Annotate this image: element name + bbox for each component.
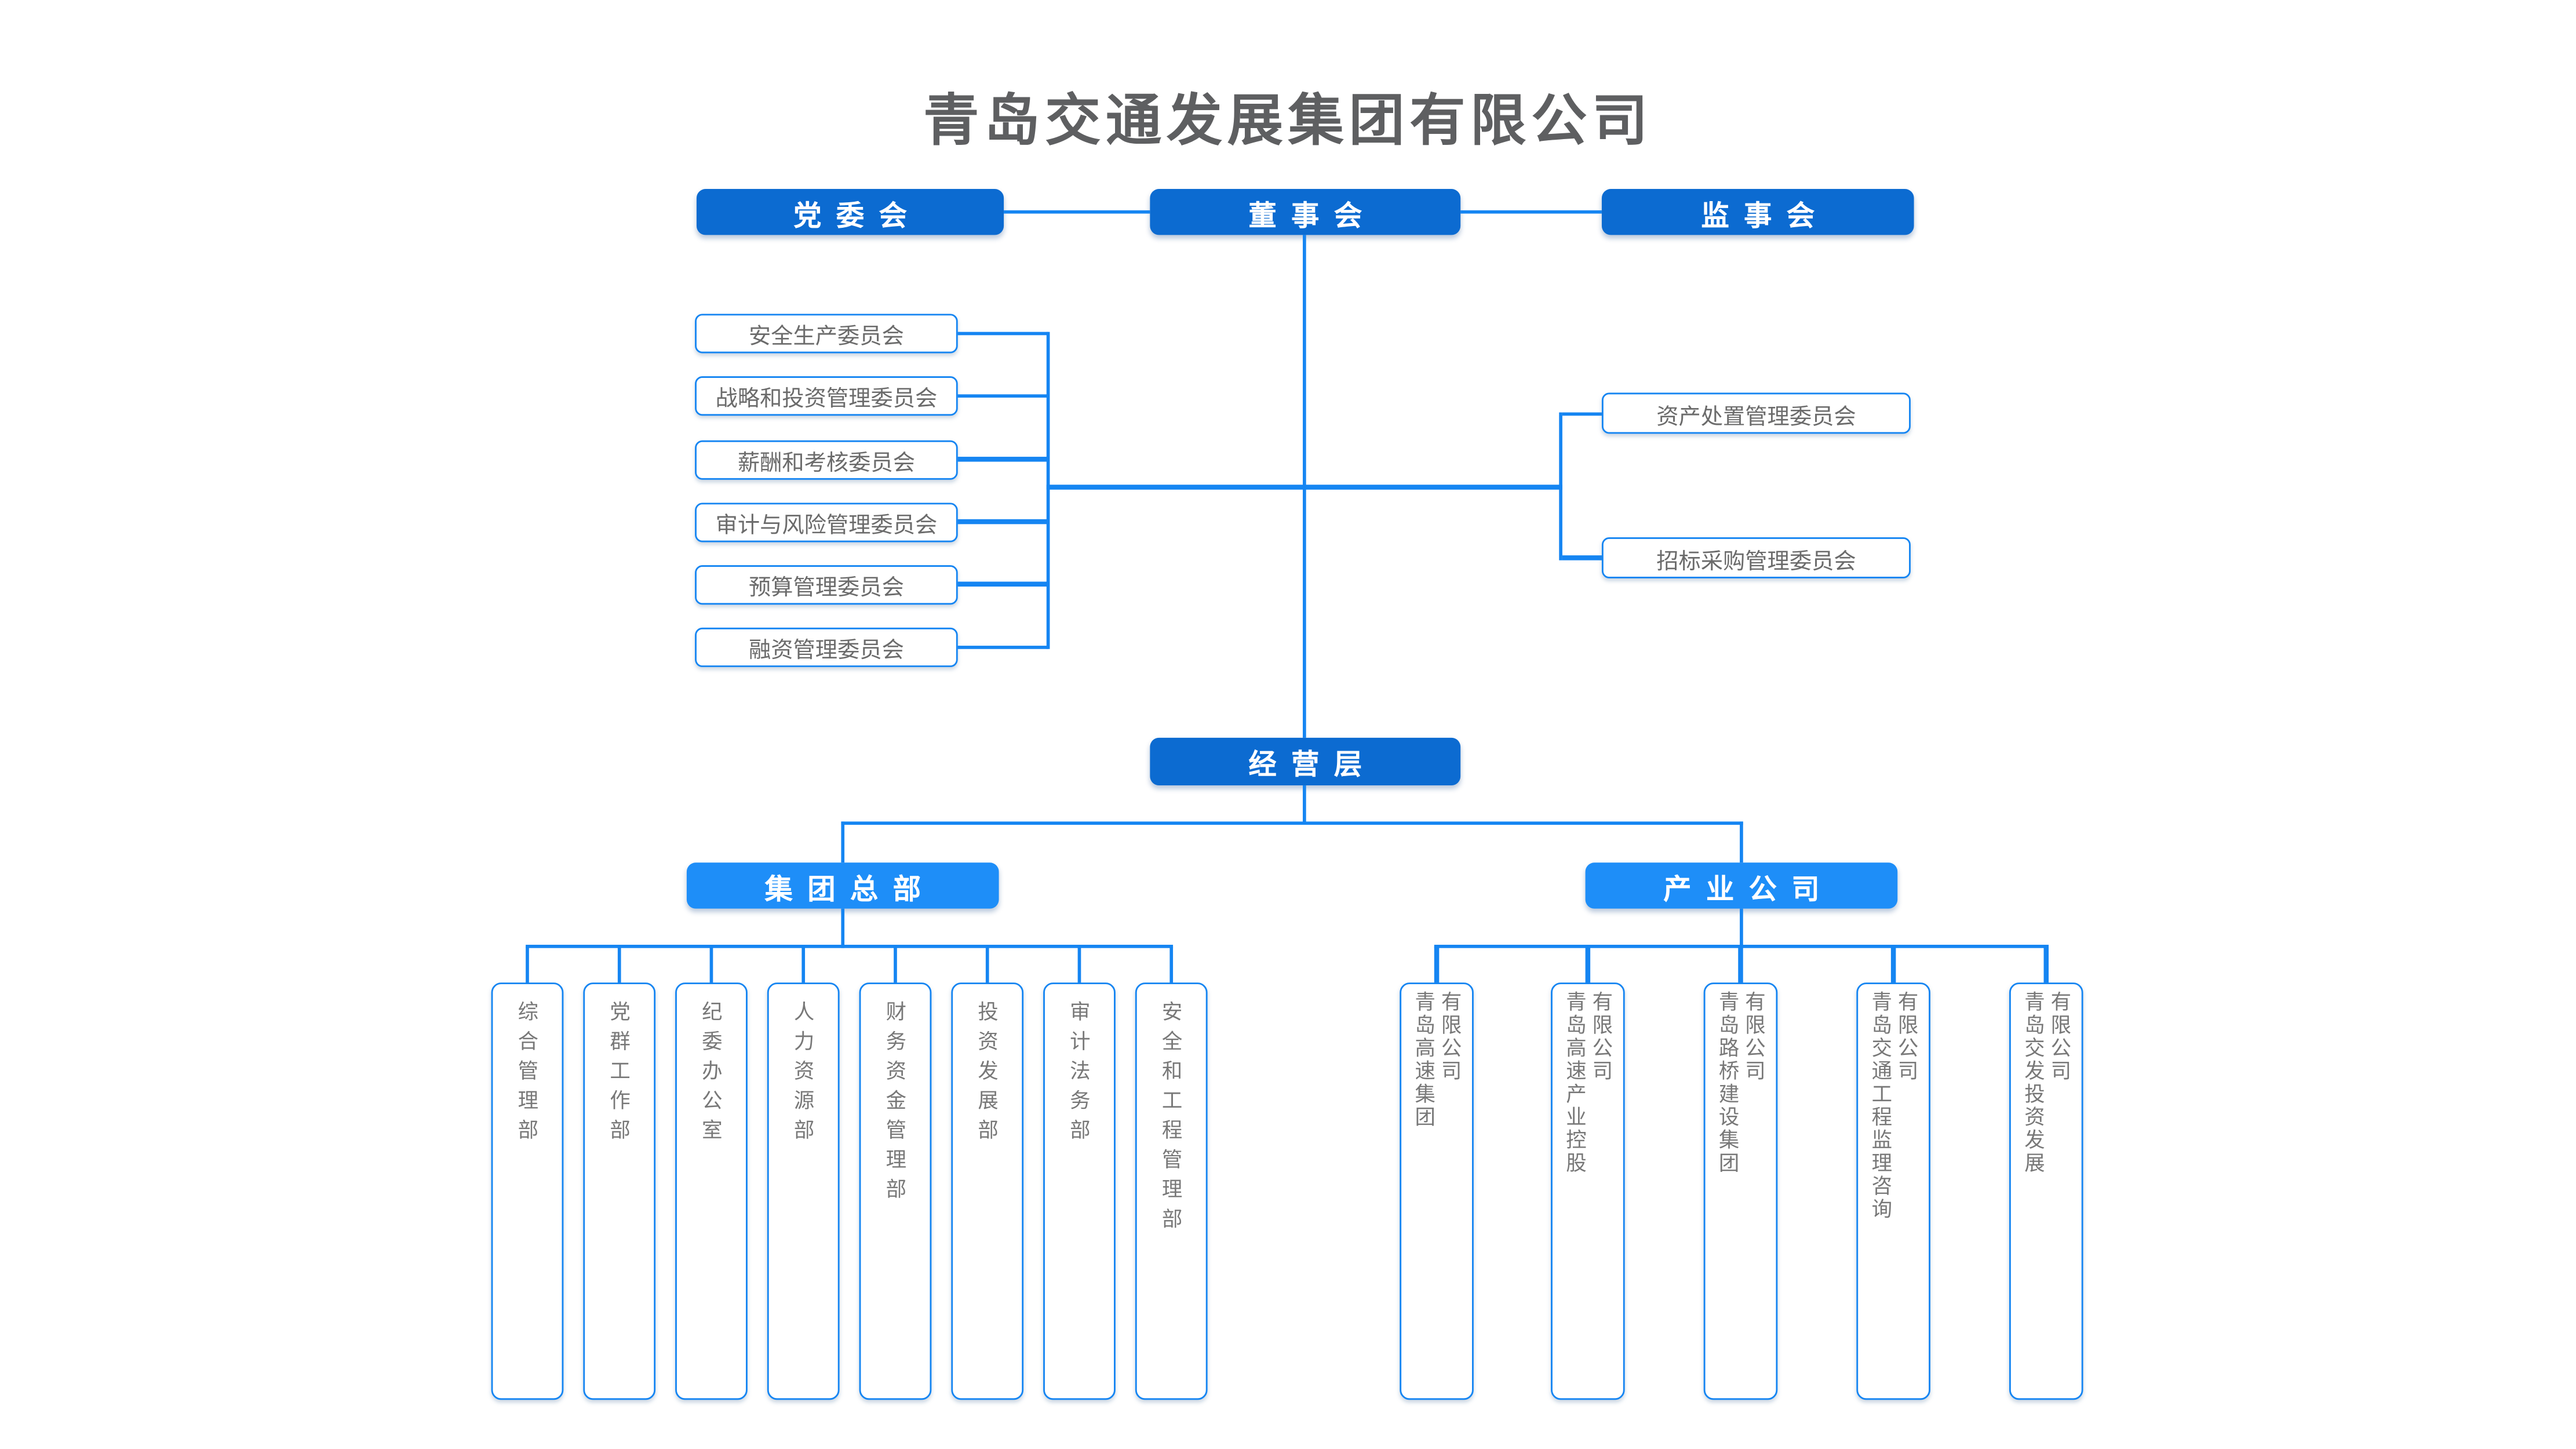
- node-dept-human-resources: 人力资源部: [767, 982, 840, 1400]
- company-name: 青岛交通工程监理咨询: [1868, 991, 1893, 1221]
- connector-drop-expressway-group: [1434, 946, 1439, 985]
- node-dept-finance-treasury: 财务资金管理部: [859, 982, 932, 1400]
- page-title: 青岛交通发展集团有限公司: [923, 89, 1653, 155]
- connector-headquarters-down: [840, 908, 845, 948]
- node-committee-budget: 预算管理委员会: [695, 564, 958, 604]
- connector-drop-party-mass-work: [617, 946, 622, 985]
- dept-label: 综合管理部: [514, 1000, 539, 1149]
- connector-stub-asset-disposal: [1562, 412, 1604, 416]
- node-dept-discipline-office: 纪委办公室: [675, 982, 748, 1400]
- connector-management-down: [1302, 785, 1307, 824]
- connector-split-to-headquarters: [840, 821, 845, 863]
- node-committee-asset-disposal: 资产处置管理委员会: [1601, 392, 1911, 434]
- dept-label: 财务资金管理部: [882, 1000, 907, 1208]
- connector-hq-distribution: [525, 944, 1174, 949]
- node-party-committee: 党委会: [696, 189, 1004, 235]
- node-dept-audit-legal: 审计法务部: [1043, 982, 1116, 1400]
- connector-stub-budget: [957, 582, 1048, 587]
- connector-drop-engineering-supervision: [1891, 946, 1896, 985]
- connector-drop-general-management: [525, 946, 530, 985]
- company-name: 青岛高速集团: [1411, 991, 1436, 1129]
- dept-label: 审计法务部: [1066, 1000, 1091, 1149]
- node-company-road-bridge-construction: 青岛路桥建设集团 有限公司: [1703, 982, 1778, 1400]
- node-group-headquarters: 集团总部: [686, 862, 999, 909]
- company-suffix: 有限公司: [1437, 991, 1462, 1083]
- company-suffix: 有限公司: [1741, 991, 1766, 1083]
- node-dept-party-mass-work: 党群工作部: [583, 982, 656, 1400]
- company-name: 青岛交发投资发展: [2020, 991, 2046, 1175]
- company-suffix: 有限公司: [1588, 991, 1613, 1083]
- connector-stub-compensation-appraisal: [957, 457, 1048, 461]
- connector-right-committees-rail: [1558, 412, 1563, 561]
- node-dept-general-management: 综合管理部: [491, 982, 564, 1400]
- node-board-of-directors: 董事会: [1150, 189, 1461, 235]
- dept-label: 人力资源部: [790, 1000, 815, 1149]
- node-supervisory-board: 监事会: [1601, 189, 1914, 235]
- connector-stub-financing: [957, 645, 1048, 650]
- node-committee-compensation-appraisal: 薪酬和考核委员会: [695, 439, 958, 479]
- connector-left-committees-rail: [1046, 331, 1051, 650]
- company-suffix: 有限公司: [1894, 991, 1919, 1083]
- connector-drop-road-bridge-construction: [1738, 946, 1743, 985]
- connector-drop-investment-development: [985, 946, 990, 985]
- connector-drop-audit-legal: [1077, 946, 1082, 985]
- node-company-jiaofa-investment: 青岛交发投资发展 有限公司: [2009, 982, 2083, 1400]
- dept-label: 纪委办公室: [698, 1000, 723, 1149]
- connector-industry-down: [1739, 908, 1744, 948]
- node-committee-financing: 融资管理委员会: [695, 627, 958, 667]
- dept-label: 安全和工程管理部: [1158, 1000, 1183, 1237]
- connector-drop-human-resources: [801, 946, 806, 985]
- node-dept-investment-development: 投资发展部: [951, 982, 1024, 1400]
- node-committee-strategy-investment: 战略和投资管理委员会: [695, 376, 958, 416]
- company-name: 青岛高速产业控股: [1562, 991, 1587, 1175]
- node-committee-bidding-procurement: 招标采购管理委员会: [1601, 537, 1911, 578]
- node-company-expressway-industry-holding: 青岛高速产业控股 有限公司: [1551, 982, 1625, 1400]
- connector-stub-safety-production: [957, 331, 1048, 336]
- connector-party-to-board: [1004, 210, 1150, 214]
- node-committee-audit-risk: 审计与风险管理委员会: [695, 502, 958, 542]
- connector-division-split: [840, 820, 1744, 825]
- node-company-engineering-supervision: 青岛交通工程监理咨询 有限公司: [1856, 982, 1930, 1400]
- company-suffix: 有限公司: [2047, 991, 2072, 1083]
- connector-stub-strategy-investment: [957, 394, 1048, 398]
- dept-label: 投资发展部: [974, 1000, 999, 1149]
- dept-label: 党群工作部: [606, 1000, 631, 1149]
- connector-drop-safety-engineering: [1169, 946, 1174, 985]
- company-name: 青岛路桥建设集团: [1715, 991, 1740, 1175]
- node-company-expressway-group: 青岛高速集团 有限公司: [1400, 982, 1474, 1400]
- node-dept-safety-engineering: 安全和工程管理部: [1135, 982, 1208, 1400]
- node-management-layer: 经营层: [1150, 737, 1461, 786]
- connector-split-to-industry: [1739, 821, 1744, 863]
- connector-committees-crossbar: [1046, 485, 1563, 489]
- connector-drop-discipline-office: [709, 946, 714, 985]
- connector-stub-audit-risk: [957, 519, 1048, 524]
- connector-stub-bidding-procurement: [1562, 555, 1604, 560]
- connector-drop-expressway-industry-holding: [1586, 946, 1590, 985]
- connector-board-to-supervisory: [1460, 210, 1602, 214]
- connector-drop-jiaofa-investment: [2044, 946, 2049, 985]
- node-industry-companies: 产业公司: [1585, 862, 1898, 909]
- node-committee-safety-production: 安全生产委员会: [695, 314, 958, 354]
- connector-drop-finance-treasury: [893, 946, 898, 985]
